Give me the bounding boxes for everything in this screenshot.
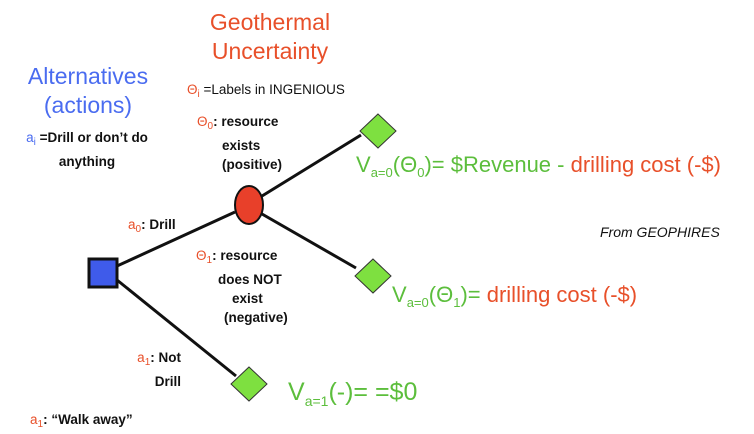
branch-theta1 [261,212,357,270]
value-a1-zero: Va=1(-)= =$0 [288,378,418,409]
uncertainty-labels-note: Θi =Labels in INGENIOUS [187,82,345,100]
alternatives-definition: ai =Drill or don’t do anything [26,130,148,169]
a1-walk-away-label: a1: “Walk away” [30,412,133,430]
branch-a1-not-drill [116,278,237,378]
value-theta0-revenue: Va=0(Θ0)= $Revenue - drilling cost (-$) [356,152,721,180]
terminal-node-theta1 [354,258,392,294]
decision-node [87,257,119,289]
alternatives-title: Alternatives (actions) [27,63,149,118]
terminal-node-a1 [230,366,268,402]
a0-drill-label: a0: Drill [128,217,176,235]
a1-not-drill-label: a1: Not Drill [137,350,181,389]
value-theta1-cost: Va=0(Θ1)= drilling cost (-$) [392,282,638,310]
source-note: From GEOPHIRES [600,224,720,240]
theta1-label: Θ1: resource does NOT exist (negative) [196,248,288,325]
branch-theta0 [261,133,362,198]
terminal-node-theta0 [359,113,397,149]
theta0-label: Θ0: resource exists (positive) [197,114,283,172]
branch-a0-drill [116,210,236,268]
chance-node [234,185,264,225]
uncertainty-title: Geothermal Uncertainty [209,9,331,64]
